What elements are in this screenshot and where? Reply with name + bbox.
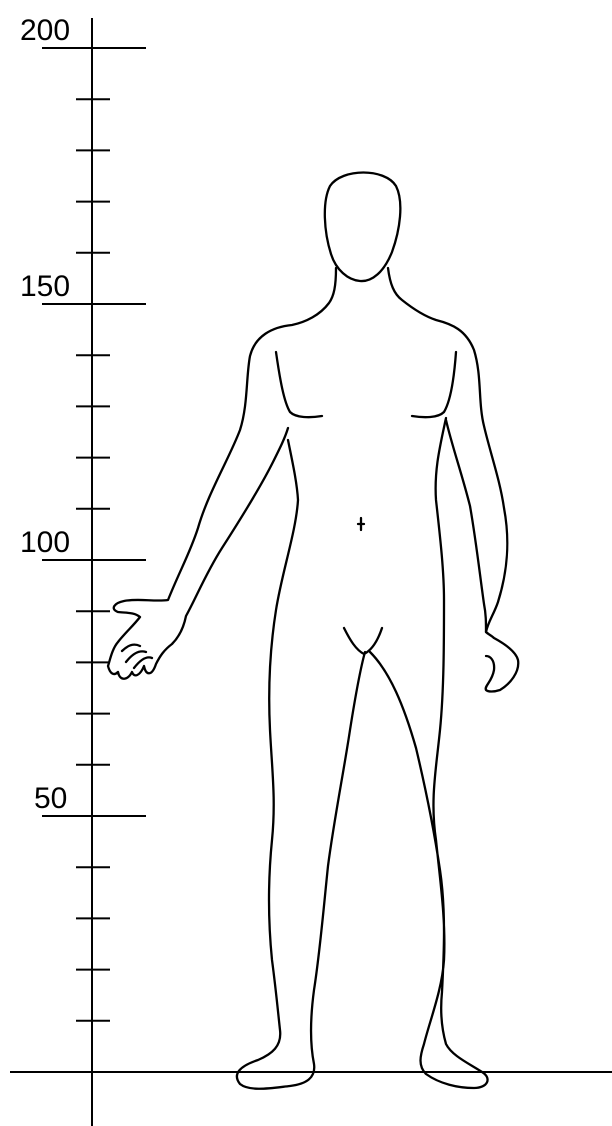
groin-line xyxy=(344,628,382,654)
navel xyxy=(358,518,364,530)
human-figure xyxy=(108,173,518,1089)
right-body-outline xyxy=(388,268,518,692)
tick-label: 150 xyxy=(20,270,70,303)
tick-label: 200 xyxy=(20,14,70,47)
tick-label: 100 xyxy=(20,526,70,559)
right-arm-inner xyxy=(446,420,486,632)
chest-right xyxy=(412,352,456,417)
ruler-labels: 200 150 100 50 xyxy=(20,14,70,815)
chest-left xyxy=(276,352,322,417)
head-outline xyxy=(325,173,401,282)
right-leg-outline xyxy=(370,418,488,1088)
tick-label: 50 xyxy=(34,782,67,815)
left-body-outline xyxy=(108,268,336,679)
left-leg-outline xyxy=(237,440,365,1089)
hand-fingers xyxy=(122,645,152,668)
